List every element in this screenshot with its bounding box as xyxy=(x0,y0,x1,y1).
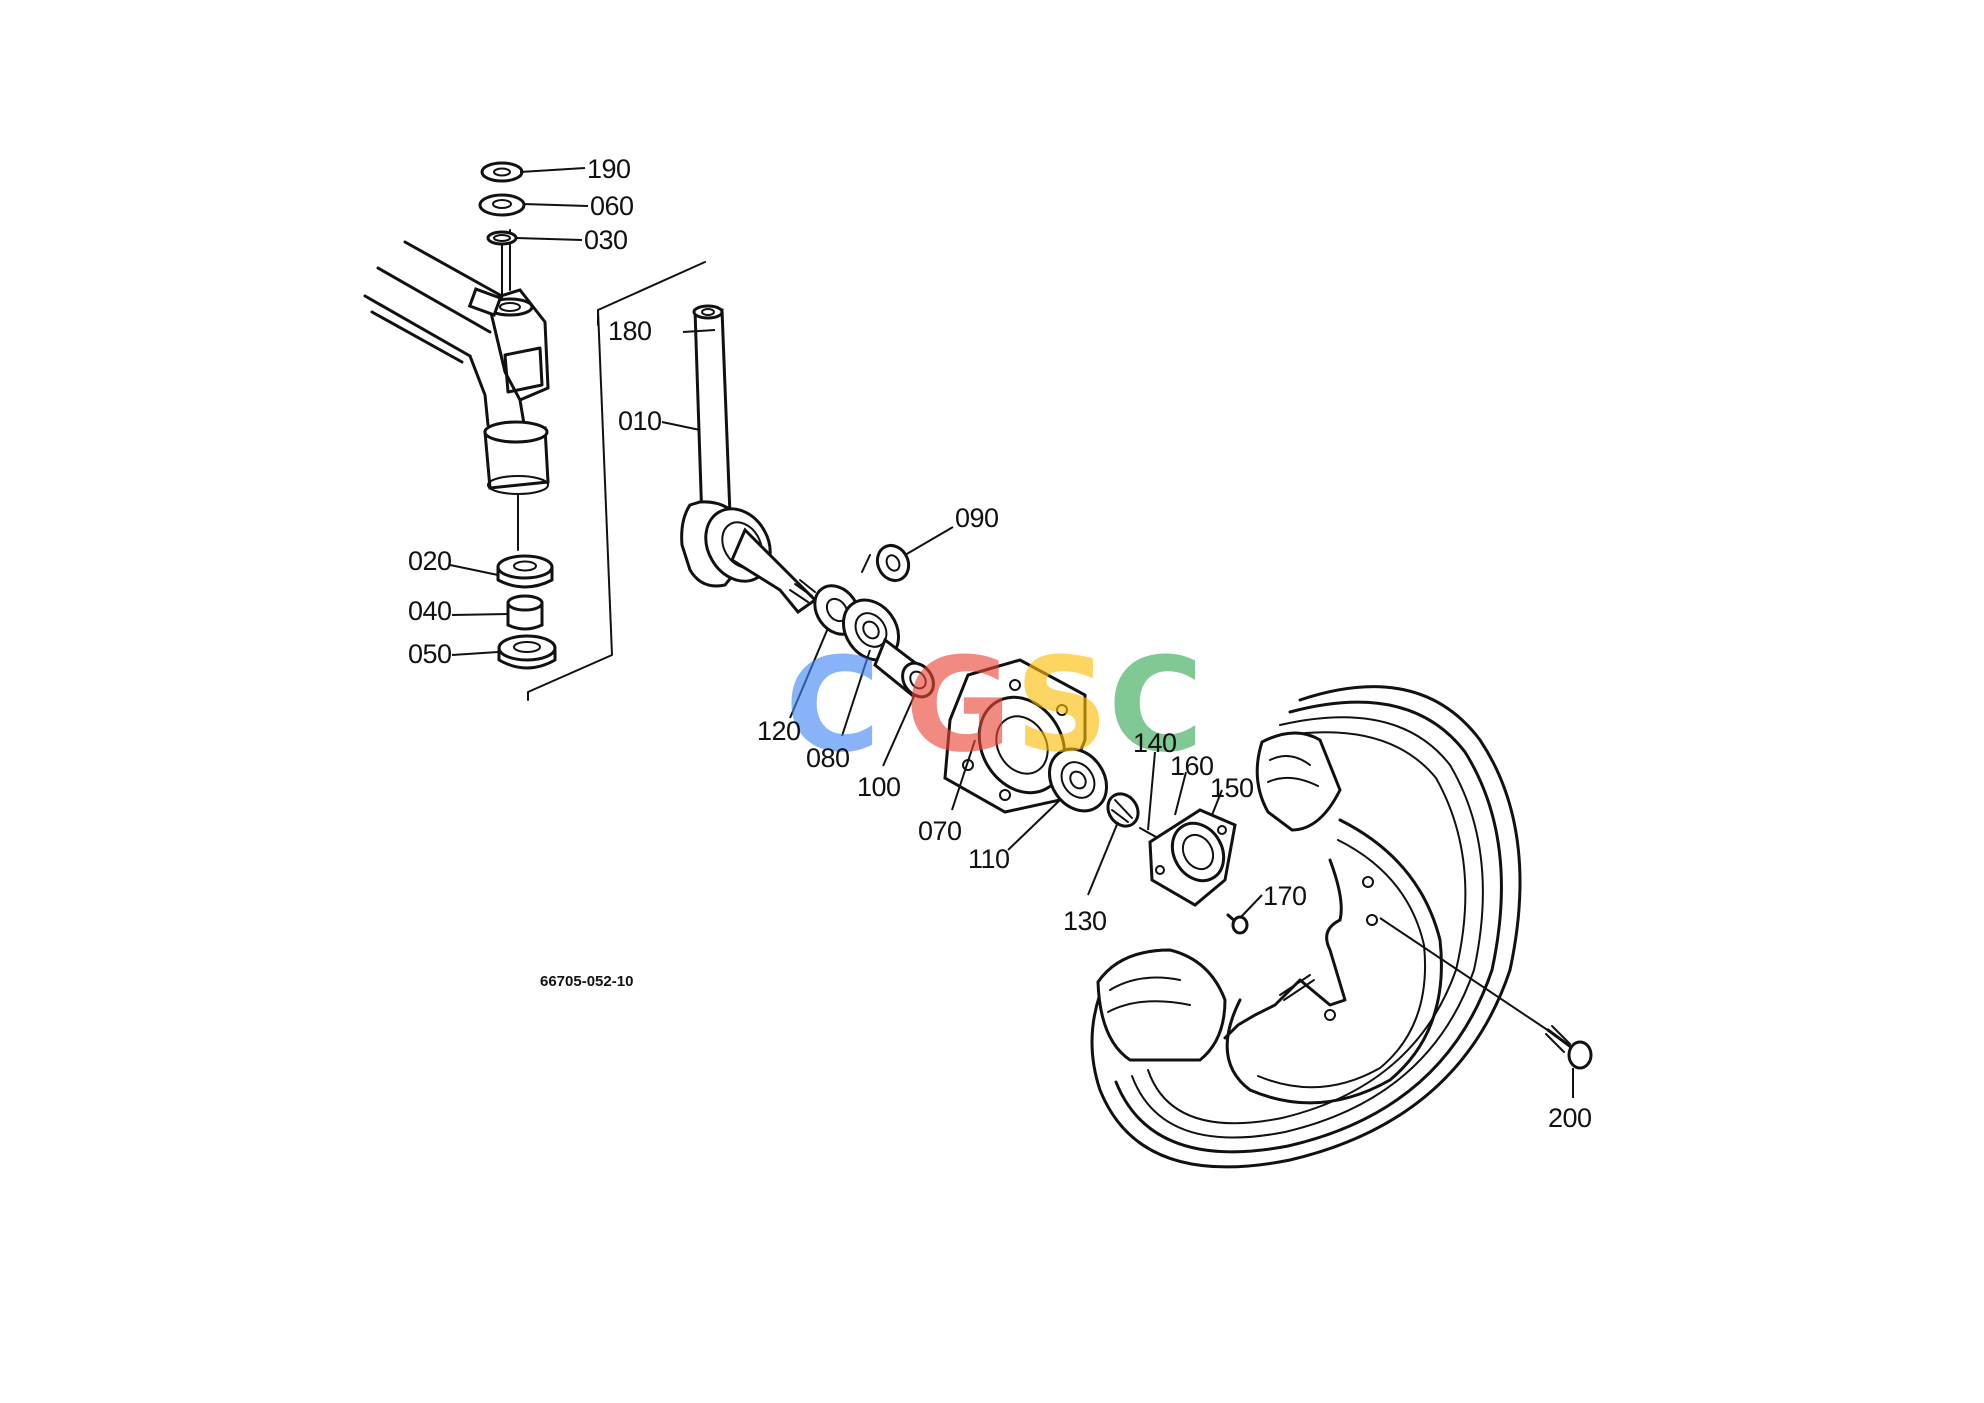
leader-lines xyxy=(449,167,1574,1098)
label-020: 020 xyxy=(408,546,452,576)
kingpin-upper-washers xyxy=(478,161,526,301)
collar-100 xyxy=(873,637,935,699)
watermark-letter-3: S xyxy=(1015,629,1109,781)
label-110: 110 xyxy=(968,844,1010,874)
hub-cap-160 xyxy=(1148,808,1237,907)
label-150: 150 xyxy=(1210,773,1254,803)
assembly-bracket xyxy=(527,261,706,701)
drawing-number: 66705-052-10 xyxy=(540,973,633,990)
label-060: 060 xyxy=(590,191,634,221)
label-040: 040 xyxy=(408,596,452,626)
kingpin-lower-bearings xyxy=(496,554,557,670)
label-180: 180 xyxy=(608,316,652,346)
label-030: 030 xyxy=(584,225,628,255)
label-120: 120 xyxy=(757,716,801,746)
label-130: 130 xyxy=(1063,906,1107,936)
label-160: 160 xyxy=(1170,751,1214,781)
label-070: 070 xyxy=(918,816,962,846)
label-140: 140 xyxy=(1133,728,1177,758)
watermark-letter-4: C xyxy=(1108,629,1203,781)
label-010: 010 xyxy=(618,406,662,436)
watermark: C G S C xyxy=(785,629,1203,781)
bolt-170 xyxy=(1226,913,1249,935)
label-200: 200 xyxy=(1548,1103,1592,1133)
knuckle-spindle xyxy=(680,304,818,615)
label-170: 170 xyxy=(1263,881,1307,911)
bearing-110 xyxy=(1048,747,1108,813)
washer-090 xyxy=(861,543,911,583)
label-100: 100 xyxy=(857,772,901,802)
label-080: 080 xyxy=(806,743,850,773)
label-050: 050 xyxy=(408,639,452,669)
watermark-letter-1: C xyxy=(785,629,880,781)
wheel xyxy=(1090,685,1522,1169)
axle-beam xyxy=(363,229,550,551)
watermark-letter-2: G xyxy=(905,629,1012,781)
bolt-200 xyxy=(1545,1025,1593,1070)
label-190: 190 xyxy=(587,154,631,184)
label-090: 090 xyxy=(955,503,999,533)
part-labels: 190 060 030 180 010 020 040 050 090 120 … xyxy=(408,154,1592,1133)
nut-130 xyxy=(1106,792,1140,828)
